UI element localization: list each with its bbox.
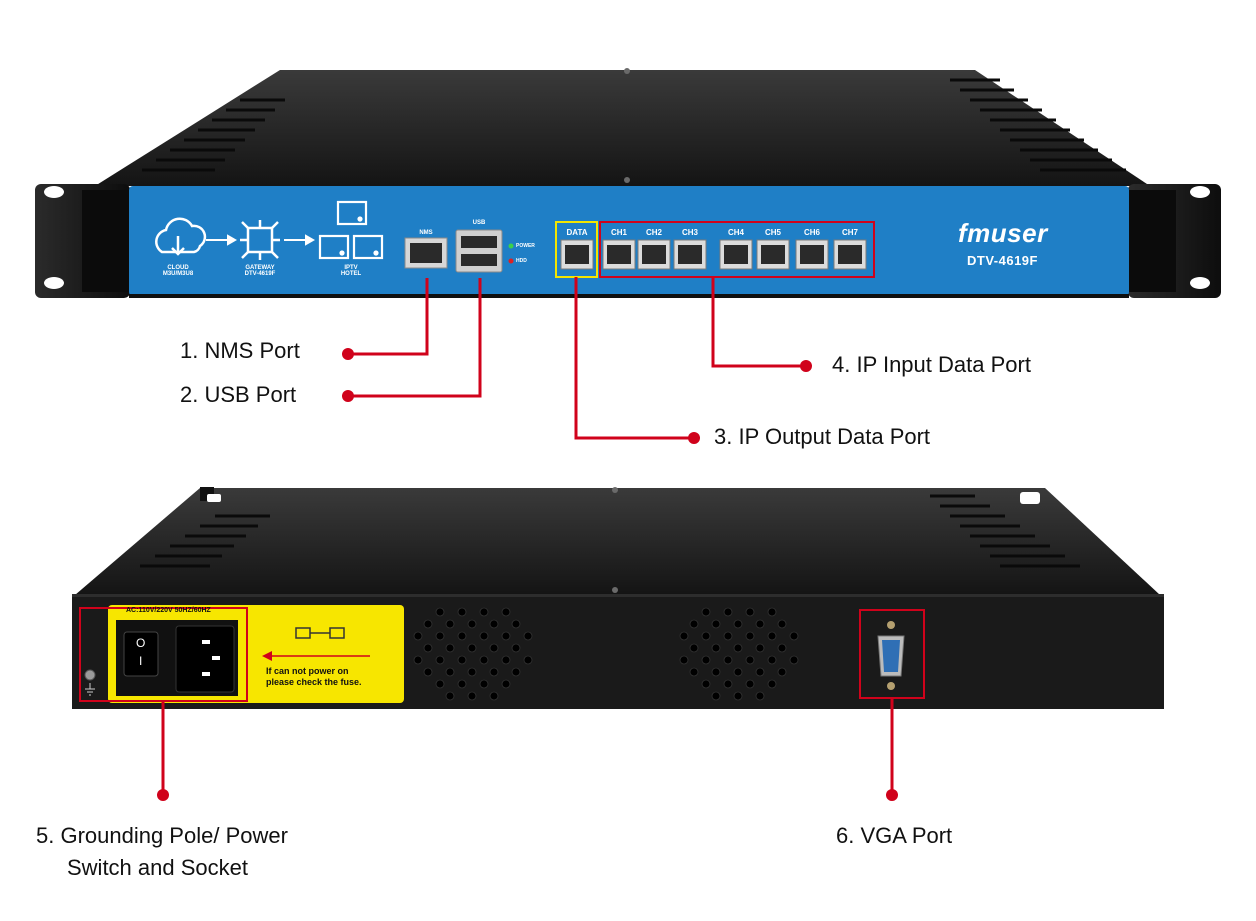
gateway-label: GATEWAY bbox=[245, 265, 275, 271]
ground-symbol-icon bbox=[85, 683, 95, 696]
callout-power-line2: Switch and Socket bbox=[67, 855, 248, 880]
channel-port-label: CH6 bbox=[803, 228, 820, 237]
rear-honeycomb-vent-left bbox=[413, 607, 533, 701]
power-highlight bbox=[79, 607, 248, 702]
arrow-left-icon bbox=[262, 651, 370, 661]
brand-logo: fmuser bbox=[958, 218, 1048, 248]
switch-on-mark: O bbox=[136, 636, 146, 650]
channel-port-label: CH3 bbox=[681, 228, 698, 237]
power-led bbox=[508, 243, 514, 249]
rear-honeycomb-vent-right bbox=[679, 607, 799, 701]
power-led-label: POWER bbox=[516, 243, 535, 249]
fuse-note-line1: If can not power on bbox=[266, 666, 349, 676]
callout-leaders bbox=[161, 277, 894, 795]
channel-port-label: CH7 bbox=[841, 228, 858, 237]
arrow-icon bbox=[206, 234, 316, 246]
ac-socket[interactable] bbox=[175, 625, 235, 693]
hdd-led-label: HDD bbox=[516, 258, 527, 264]
usb-port-label: USB bbox=[472, 220, 486, 226]
iptv-screens-icon bbox=[318, 200, 384, 260]
channel-port-label: CH2 bbox=[645, 228, 662, 237]
iptv-sublabel: HOTEL bbox=[340, 271, 362, 277]
callout-vga-port: 6. VGA Port bbox=[836, 823, 953, 848]
front-vent-right bbox=[950, 78, 1126, 172]
input-ports-highlight bbox=[599, 221, 875, 278]
gateway-icon bbox=[240, 220, 280, 260]
cloud-icon bbox=[155, 217, 207, 256]
front-chassis-top bbox=[95, 70, 1150, 186]
rear-vent-left bbox=[140, 514, 270, 568]
data-port-label: DATA bbox=[566, 228, 588, 237]
cloud-label: CLOUD bbox=[167, 265, 189, 271]
nms-port-label: NMS bbox=[419, 230, 433, 236]
iptv-label: IPTV bbox=[344, 265, 358, 271]
power-switch[interactable] bbox=[123, 631, 159, 677]
callout-power-line1: 5. Grounding Pole/ Power bbox=[36, 823, 288, 848]
channel-port-label: CH5 bbox=[764, 228, 781, 237]
fuse-icon bbox=[295, 627, 345, 639]
channel-port-group bbox=[602, 239, 867, 270]
rear-chassis-top bbox=[75, 488, 1160, 595]
gateway-sublabel: DTV-4619F bbox=[244, 271, 276, 277]
power-rating: AC:110V/220V 50HZ/60HZ bbox=[126, 607, 211, 614]
fuse-note-line2: please check the fuse. bbox=[266, 677, 362, 687]
rear-vent-right bbox=[930, 494, 1080, 568]
front-vent-left bbox=[142, 98, 285, 172]
switch-off-mark: I bbox=[139, 654, 143, 668]
callout-dots bbox=[157, 348, 898, 801]
channel-port-label: CH1 bbox=[610, 228, 627, 237]
model-name: DTV-4619F bbox=[967, 253, 1038, 268]
grounding-pole[interactable] bbox=[84, 669, 96, 681]
callout-usb-port: 2. USB Port bbox=[180, 382, 297, 407]
callout-nms-port: 1. NMS Port bbox=[180, 338, 300, 363]
hdd-led bbox=[508, 258, 514, 264]
channel-port-label: CH4 bbox=[727, 228, 744, 237]
cloud-sublabel: M3U/M3U8 bbox=[162, 271, 194, 277]
callout-ip-output-port: 3. IP Output Data Port bbox=[714, 424, 931, 449]
callout-ip-input-port: 4. IP Input Data Port bbox=[832, 352, 1031, 377]
